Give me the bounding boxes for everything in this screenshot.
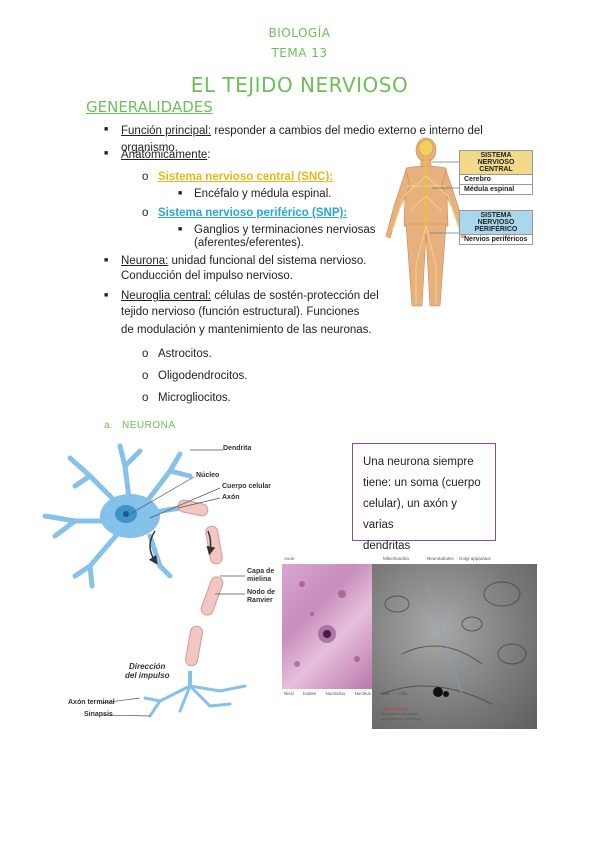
bullet-neurona: Neurona: unidad funcional del sistema ne… — [121, 253, 367, 270]
micro-label: Nissl body (free — [381, 706, 409, 711]
neuroglia-text2: tejido nervioso (función estructural). F… — [121, 306, 360, 318]
snp-sub2: (aferentes/eferentes). — [194, 237, 304, 249]
bullet-marker: ■ — [104, 292, 109, 299]
pns-item: Nervios periféricos — [460, 234, 532, 244]
callout-line: tiene: un soma (cuerpo — [363, 477, 481, 489]
label-axon: Axón — [222, 494, 240, 501]
neuroglia-text3: de modulación y mantenimiento de las neu… — [121, 324, 372, 336]
micro-bottom-labels: Nissl bodies Nucleolus Nucleus Glial cel… — [284, 691, 407, 696]
bullet-funcion: Función principal: responder a cambios d… — [121, 123, 541, 157]
label-cuerpo-celular: Cuerpo celular — [222, 483, 272, 490]
neuroglia-text: células de sostén-protección del — [211, 290, 379, 302]
cns-item: Médula espinal — [460, 184, 532, 194]
bullet-marker: ■ — [104, 126, 109, 133]
snc-sub: Encéfalo y médula espinal. — [194, 188, 332, 200]
page-title: EL TEJIDO NERVIOSO — [190, 73, 409, 97]
circle-marker: o — [142, 370, 149, 382]
neurona-label: Neurona: — [121, 255, 169, 267]
anatomicamente-label: Anatómicamente — [121, 149, 208, 161]
circle-marker: o — [142, 207, 149, 219]
label-text: Ranvier — [247, 597, 273, 604]
micro-label-golgi: Golgi apparatus — [459, 556, 491, 561]
glia-item: Oligodendrocitos. — [158, 370, 248, 382]
bullet-marker: ■ — [104, 150, 109, 157]
callout-leader-lines — [430, 161, 460, 234]
micro-label-axon: Axon — [284, 556, 295, 561]
neuroglia-label: Neuroglia central: — [121, 290, 212, 302]
glia-item: Astrocitos. — [158, 348, 212, 360]
label-sinapsis: Sinapsis — [84, 711, 113, 718]
cns-item: Cerebro — [460, 174, 532, 184]
neurona-text2: Conducción del impulso nervioso. — [121, 270, 293, 282]
micro-nissl-note: Nissl body (free ribosomes and rough end… — [381, 706, 422, 721]
subsection-marker: a. — [104, 420, 113, 431]
label-nucleo: Núcleo — [196, 472, 220, 479]
bullet-marker: ■ — [178, 226, 183, 233]
label-axon-terminal: Axón terminal — [68, 699, 115, 706]
micro-label: Nucleus — [354, 691, 371, 696]
cns-legend: SISTEMA NERVIOSO CENTRAL Cerebro Médula … — [459, 150, 533, 195]
snc-label: Sistema nervioso central (SNC): — [158, 171, 334, 183]
electron-micrograph — [372, 564, 537, 729]
micro-label: Glial cells — [380, 691, 408, 696]
micro-label: Nissl bodies — [284, 691, 317, 696]
pns-legend-title: SISTEMA NERVIOSO PERIFÉRICO — [460, 211, 532, 234]
label-text: mielina — [247, 576, 272, 583]
callout-line: celular), un axón y varias — [363, 498, 457, 531]
micro-label: Nucleolus — [325, 691, 346, 696]
bullet-anatomicamente: Anatómicamente: — [121, 149, 211, 161]
bullet-neuroglia: Neuroglia central: células de sostén-pro… — [121, 288, 379, 305]
subject-heading: BIOLOGÍA — [268, 26, 331, 40]
micro-label: ribosomes and rough — [381, 711, 419, 716]
label-text: Dirección — [128, 662, 166, 671]
neuron-diagram — [42, 443, 247, 718]
circle-marker: o — [142, 171, 149, 183]
bullet-marker: ■ — [178, 190, 183, 197]
bullet-marker: ■ — [104, 257, 109, 264]
subsection-title: NEURONA — [122, 420, 176, 431]
label-text: del impulso — [125, 671, 170, 680]
label-dendrita: Dendrita — [223, 445, 252, 452]
light-micrograph — [282, 564, 372, 689]
snp-label: Sistema nervioso periférico (SNP): — [158, 207, 348, 219]
funcion-text: responder a cambios del medio externo e … — [121, 125, 483, 154]
topic-heading: TEMA 13 — [271, 46, 328, 60]
micro-label-mitochondria: Mitochondria — [383, 556, 409, 561]
micrograph-texture — [294, 581, 360, 667]
neuron-callout: Una neurona siempre tiene: un soma (cuer… — [352, 443, 496, 552]
micrograph-texture — [381, 581, 527, 705]
glia-item: Microgliocitos. — [158, 392, 231, 404]
micro-label: endoplasmic reticulum) — [381, 716, 423, 721]
snp-sub1: Ganglios y terminaciones nerviosas — [194, 224, 376, 236]
circle-marker: o — [142, 392, 149, 404]
callout-line: dendritas — [363, 540, 411, 552]
funcion-label: Función principal: — [121, 125, 212, 137]
cns-legend-title: SISTEMA NERVIOSO CENTRAL — [460, 151, 532, 174]
section-title: GENERALIDADES — [86, 98, 213, 116]
micro-label-neurotubules: Neurotubules — [427, 556, 454, 561]
callout-line: Una neurona siempre — [363, 456, 474, 468]
label-text: Nodo de — [247, 589, 275, 596]
circle-marker: o — [142, 348, 149, 360]
pns-legend: SISTEMA NERVIOSO PERIFÉRICO Nervios peri… — [459, 210, 533, 245]
label-text: Capa de — [247, 568, 275, 575]
neurona-text: unidad funcional del sistema nervioso. — [168, 255, 367, 267]
